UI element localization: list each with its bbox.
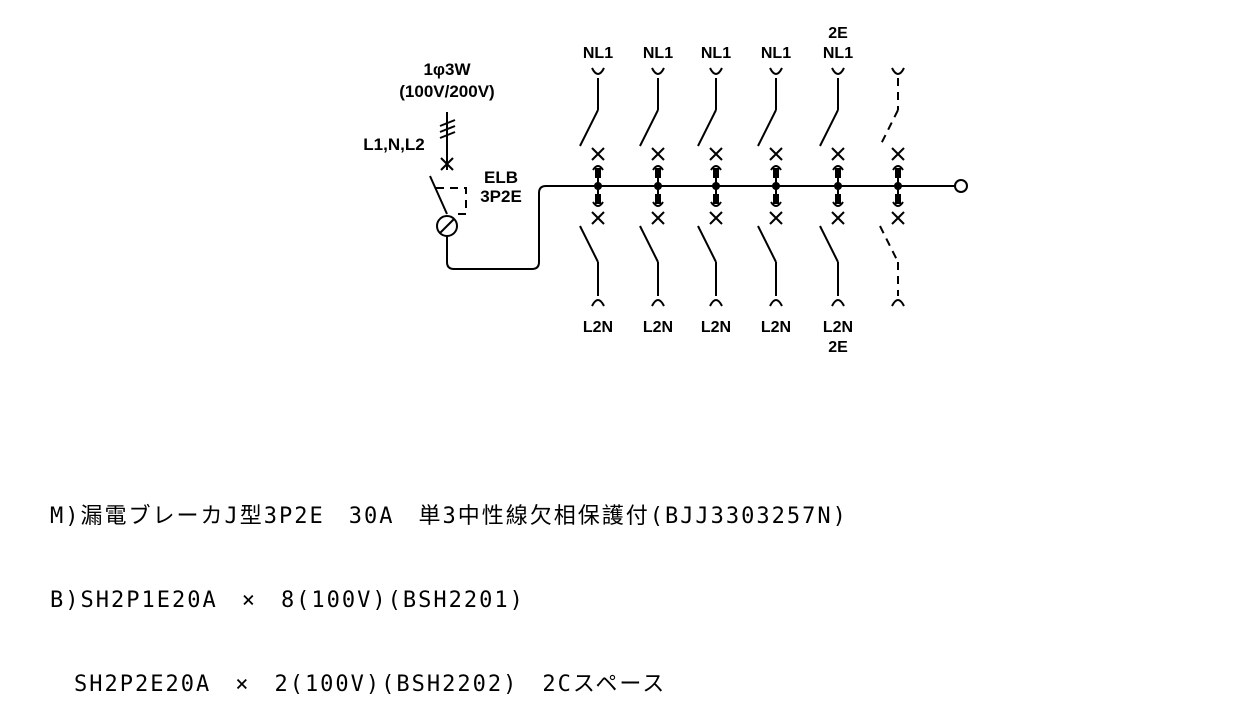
branch-top-label: NL1 (643, 45, 673, 62)
supply-voltage-label: (100V/200V) (399, 82, 494, 101)
branch-top-extra-label: 2E (828, 25, 848, 42)
branch-bottom-label: L2N (761, 319, 791, 336)
branch-top-label: NL1 (761, 45, 791, 62)
supply-lines-label: L1,N,L2 (363, 135, 424, 154)
note-main-breaker: M)漏電ブレーカJ型3P2E 30A 単3中性線欠相保護付(BJJ3303257… (50, 504, 848, 529)
branch-bottom-label: L2N (643, 319, 673, 336)
branch-bottom-label: L2N (823, 319, 853, 336)
branch-bottom-extra-label: 2E (828, 339, 848, 356)
branch-top-label: NL1 (583, 45, 613, 62)
notes-block: M)漏電ブレーカJ型3P2E 30A 単3中性線欠相保護付(BJJ3303257… (50, 447, 848, 727)
note-branch-breaker-1: B)SH2P1E20A × 8(100V)(BSH2201) (50, 588, 525, 613)
main-breaker-poles: 3P2E (480, 187, 522, 206)
wiring-diagram: 1φ3W (100V/200V) L1,N,L2 ELB 3P2E NL1L2N… (363, 25, 968, 356)
branch-6 (879, 67, 905, 307)
branch-bottom-label: L2N (701, 319, 731, 336)
branch-bottom-label: L2N (583, 319, 613, 336)
branch-top-label: NL1 (823, 45, 853, 62)
supply-feed (439, 112, 456, 171)
supply-phase-label: 1φ3W (423, 60, 471, 79)
main-elb-switch (429, 175, 968, 270)
note-branch-breaker-2: SH2P2E20A × 2(100V)(BSH2202) 2Cスペース (50, 672, 667, 697)
main-breaker-type: ELB (484, 168, 518, 187)
branch-top-label: NL1 (701, 45, 731, 62)
